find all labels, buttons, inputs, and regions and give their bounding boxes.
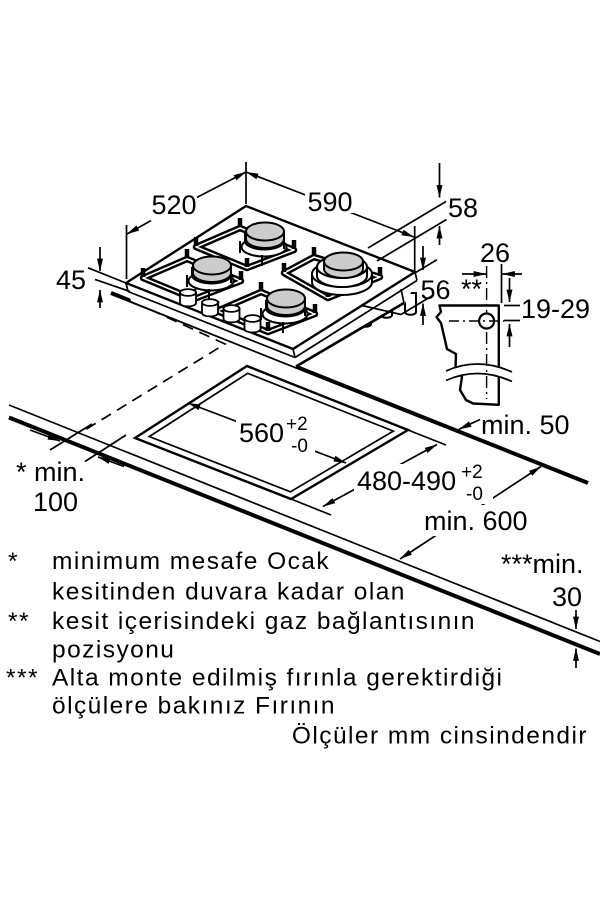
svg-text:26: 26 xyxy=(480,238,510,268)
svg-text:480-490: 480-490 xyxy=(357,466,456,496)
svg-text:+2: +2 xyxy=(286,414,308,435)
svg-text:***: *** xyxy=(6,665,39,692)
svg-text:ölçülere bakınız Fırının: ölçülere bakınız Fırının xyxy=(52,693,336,720)
svg-text:560: 560 xyxy=(239,418,284,448)
svg-text:min. 50: min. 50 xyxy=(481,410,570,440)
svg-text:19-29: 19-29 xyxy=(521,294,590,324)
svg-text:30: 30 xyxy=(552,582,582,612)
svg-text:*: * xyxy=(8,548,19,575)
svg-text:* min.: * min. xyxy=(16,457,85,487)
svg-text:min. 600: min. 600 xyxy=(424,506,528,536)
svg-text:58: 58 xyxy=(448,193,478,223)
svg-text:**: ** xyxy=(8,608,30,635)
svg-text:kesit içerisindeki gaz bağlant: kesit içerisindeki gaz bağlantısının xyxy=(52,608,476,635)
svg-text:Ölçüler mm cinsindendir: Ölçüler mm cinsindendir xyxy=(292,723,588,750)
svg-text:45: 45 xyxy=(56,265,86,295)
svg-text:pozisyonu: pozisyonu xyxy=(52,637,175,664)
svg-text:minimum mesafe Ocak: minimum mesafe Ocak xyxy=(52,548,330,575)
svg-text:100: 100 xyxy=(33,487,78,517)
svg-text:***min.: ***min. xyxy=(501,549,584,579)
svg-text:590: 590 xyxy=(307,187,352,217)
svg-text:-0: -0 xyxy=(466,484,483,505)
svg-text:+2: +2 xyxy=(461,462,483,483)
svg-text:kesitinden duvara kadar olan: kesitinden duvara kadar olan xyxy=(52,579,406,606)
svg-text:520: 520 xyxy=(151,190,196,220)
svg-text:**: ** xyxy=(461,274,483,304)
svg-text:56: 56 xyxy=(421,275,451,305)
svg-text:-0: -0 xyxy=(291,436,308,457)
svg-text:Alta monte edilmiş fırınla ger: Alta monte edilmiş fırınla gerektirdiği xyxy=(52,665,503,692)
